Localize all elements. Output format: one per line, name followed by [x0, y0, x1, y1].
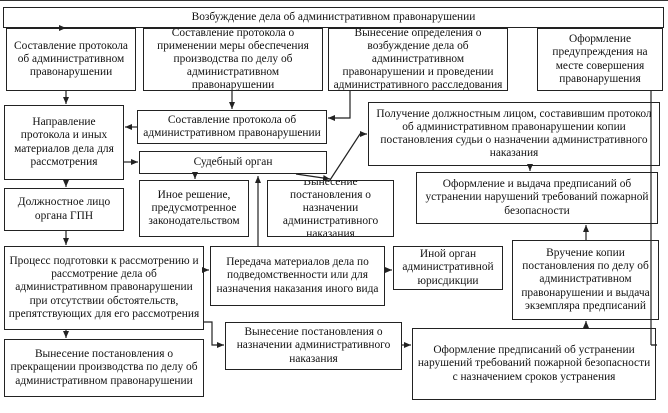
box-other-authority: Иной орган административной юрисдикции [393, 246, 503, 290]
top-edge-line [0, 0, 668, 7]
box-initiation: Возбуждение дела об административном пра… [3, 7, 664, 28]
box-protocol-offense: Составление протокола об административно… [6, 28, 136, 91]
box-termination-ruling: Вынесение постановления о прекращении пр… [4, 339, 204, 397]
box-send-materials: Направление протокола и иных материалов … [4, 105, 124, 180]
box-issue-orders: Оформление и выдача предписаний об устра… [416, 172, 658, 224]
box-penalty-ruling-court: Вынесение постановления о назначении адм… [267, 180, 394, 237]
box-warning: Оформление предупреждения на месте совер… [537, 28, 663, 91]
box-protocol-offense-2: Составление протокола об административно… [137, 110, 327, 144]
box-copy-court-ruling: Получение должностным лицом, составившим… [368, 102, 660, 166]
box-orders-with-deadlines: Оформление предписаний об устранении нар… [412, 328, 656, 400]
box-investigation-ruling: Вынесение определения о возбуждение дела… [328, 28, 508, 91]
box-case-review: Процесс подготовки к рассмотрению и расс… [4, 246, 204, 330]
box-other-decision: Иное решение, предусмотренное законодате… [139, 180, 249, 237]
box-penalty-ruling-gpn: Вынесение постановления о назначении адм… [225, 322, 402, 370]
box-transfer-materials: Передача материалов дела по подведомстве… [210, 246, 385, 306]
box-court: Судебный орган [139, 151, 327, 174]
box-official-gpn: Должностное лицо органа ГПН [4, 188, 124, 231]
box-protocol-security-measure: Составление протокола о применении меры … [143, 28, 323, 91]
box-deliver-copy: Вручение копии постановления по делу об … [512, 240, 659, 320]
